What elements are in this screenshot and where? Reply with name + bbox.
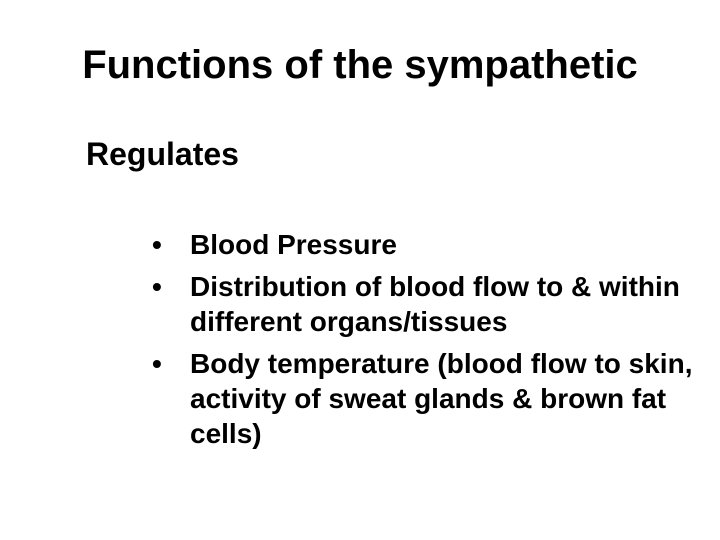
bullet-item: • Body temperature (blood flow to skin, … <box>152 346 712 451</box>
bullet-marker-icon: • <box>152 348 162 379</box>
slide-subtitle: Regulates <box>86 136 239 172</box>
bullet-text: Body temperature (blood flow to skin, ac… <box>190 348 693 449</box>
bullet-text: Blood Pressure <box>190 229 397 260</box>
bullet-item: • Blood Pressure <box>152 227 712 262</box>
bullet-marker-icon: • <box>152 229 162 260</box>
bullet-marker-icon: • <box>152 271 162 302</box>
slide-title: Functions of the sympathetic <box>82 43 638 87</box>
bullet-list: • Blood Pressure • Distribution of blood… <box>152 227 712 458</box>
bullet-text: Distribution of blood flow to & within d… <box>190 271 680 337</box>
bullet-item: • Distribution of blood flow to & within… <box>152 269 712 339</box>
